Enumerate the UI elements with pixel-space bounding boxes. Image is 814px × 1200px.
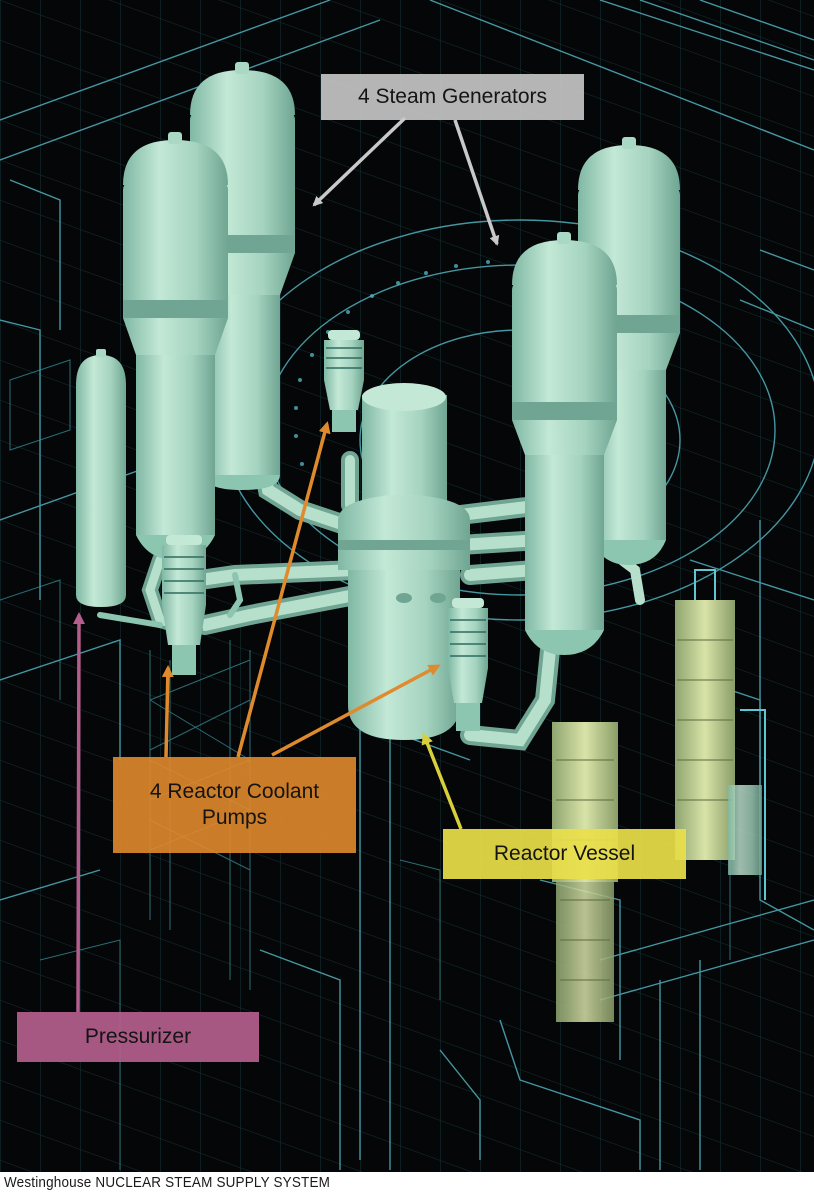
steam-generators-label-bg — [321, 74, 584, 120]
steam-generators-label: 4 Steam Generators — [321, 74, 584, 120]
coolant-pumps-label-line1: 4 Reactor Coolant — [149, 780, 320, 804]
building-linework — [0, 0, 814, 1170]
pressurizer-tank — [76, 349, 126, 607]
coolant-pumps-arrows — [161, 421, 441, 758]
coolant-pumps-label-line2: Pumps — [201, 806, 268, 829]
coolant-pump — [324, 330, 364, 432]
steam-generators-arrows — [312, 116, 500, 246]
pressurizer-label: Pressurizer — [17, 1012, 259, 1062]
coolant-pumps-label-bg — [113, 757, 356, 853]
caption: Westinghouse NUCLEAR STEAM SUPPLY SYSTEM — [4, 1174, 330, 1191]
reactor-vessel-label-text: Reactor Vessel — [493, 842, 636, 866]
reactor-coolant-pumps-label: 4 Reactor Coolant Pumps — [113, 757, 356, 853]
caption-brand: Westinghouse — [4, 1174, 92, 1191]
reactor-vessel-arrow — [421, 732, 463, 830]
pressurizer-arrow — [72, 612, 85, 1013]
reactor-vessel-label: Reactor Vessel — [443, 829, 686, 879]
steam-generators-label-text: 4 Steam Generators — [357, 85, 548, 109]
caption-bar — [0, 1172, 814, 1200]
pressurizer-label-bg — [17, 1012, 259, 1062]
coolant-pump — [162, 535, 206, 675]
caption-title: NUCLEAR STEAM SUPPLY SYSTEM — [95, 1174, 331, 1191]
steam-generator — [123, 132, 228, 560]
pressurizer-label-text: Pressurizer — [84, 1025, 192, 1049]
reactor-vessel-label-bg — [443, 829, 686, 879]
coolant-pump — [448, 598, 488, 731]
steam-generator — [512, 232, 617, 655]
